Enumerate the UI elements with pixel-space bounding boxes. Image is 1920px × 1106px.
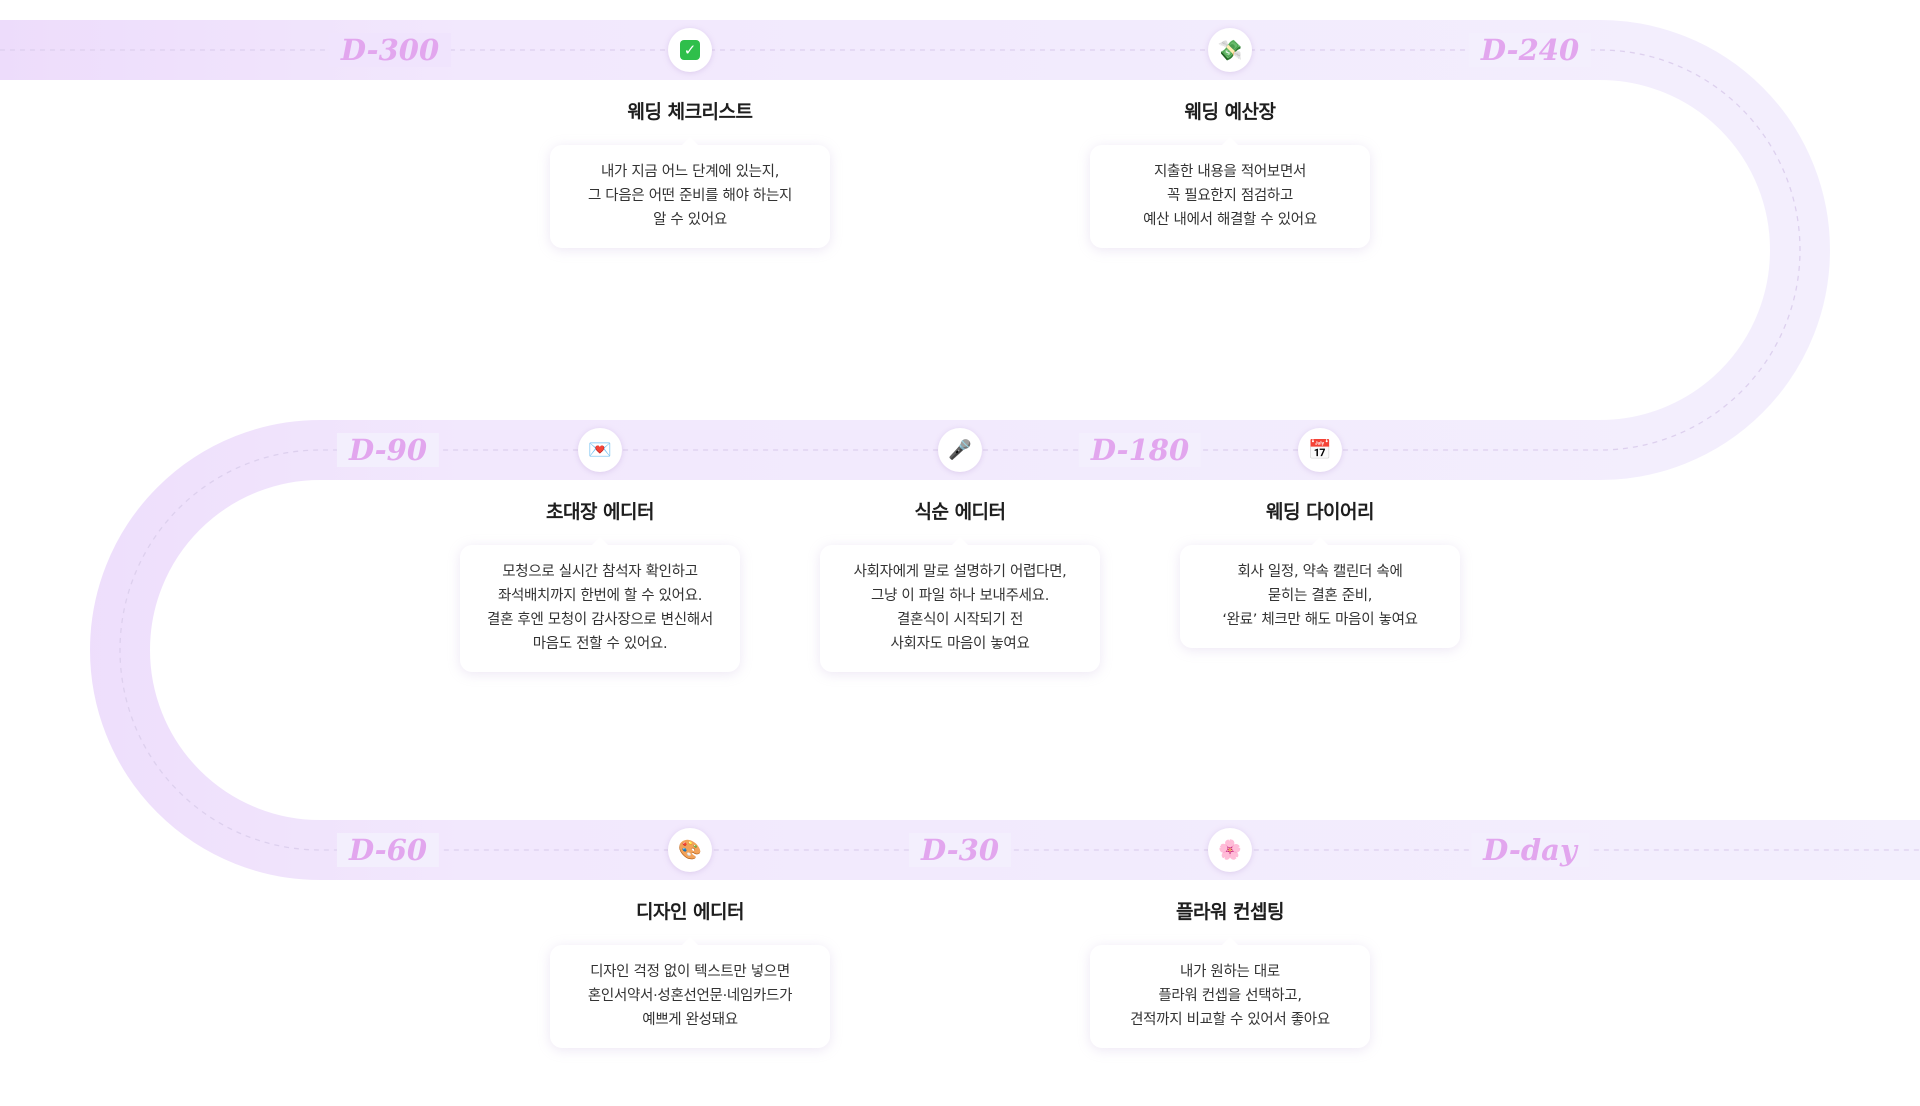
card-line: 결혼 후엔 모청이 감사장으로 변신해서 bbox=[487, 612, 713, 628]
card-line: 혼인서약서·성혼선언문·네임카드가 bbox=[587, 988, 793, 1004]
card-line: 디자인 걱정 없이 텍스트만 넣으면 bbox=[590, 964, 790, 980]
card-line: 사회자도 마음이 놓여요 bbox=[890, 636, 1030, 652]
check-mark-icon: ✓ bbox=[680, 40, 700, 60]
step-title-budget: 웨딩 예산장 bbox=[1184, 101, 1276, 123]
cherry-blossom-icon: 🌸 bbox=[1218, 838, 1242, 861]
step-title-diary: 웨딩 다이어리 bbox=[1266, 501, 1375, 523]
card-line: 내가 지금 어느 단계에 있는지, bbox=[600, 164, 780, 180]
card-line: 예쁘게 완성돼요 bbox=[642, 1012, 738, 1028]
calendar-icon: 📅 bbox=[1308, 438, 1332, 461]
step-title-design: 디자인 에디터 bbox=[636, 901, 745, 923]
step-card-design: 디자인 걱정 없이 텍스트만 넣으면 혼인서약서·성혼선언문·네임카드가 예쁘게… bbox=[550, 937, 830, 1048]
microphone-icon: 🎤 bbox=[948, 438, 972, 461]
step-card-checklist: 내가 지금 어느 단계에 있는지, 그 다음은 어떤 준비를 해야 하는지 알 … bbox=[550, 137, 830, 248]
step-card-ceremony: 사회자에게 말로 설명하기 어렵다면, 그냥 이 파일 하나 보내주세요. 결혼… bbox=[820, 537, 1100, 672]
d-label-d30: D-30 bbox=[908, 833, 1012, 867]
d-label-d300: D-300 bbox=[328, 33, 452, 67]
d-label-d90: D-90 bbox=[336, 433, 440, 467]
node-ceremony: 🎤 bbox=[938, 428, 982, 472]
step-card-budget: 지출한 내용을 적어보면서 꼭 필요한지 점검하고 예산 내에서 해결할 수 있… bbox=[1090, 137, 1370, 248]
node-diary: 📅 bbox=[1298, 428, 1342, 472]
node-checklist: ✓ bbox=[668, 28, 712, 72]
card-line: 내가 원하는 대로 bbox=[1180, 964, 1280, 980]
card-line: 그 다음은 어떤 준비를 해야 하는지 bbox=[587, 188, 793, 204]
step-title-flower: 플라워 컨셉팅 bbox=[1176, 901, 1285, 923]
card-line: ‘완료’ 체크만 해도 마음이 놓여요 bbox=[1222, 612, 1418, 628]
node-flower: 🌸 bbox=[1208, 828, 1252, 872]
card-line: 모청으로 실시간 참석자 확인하고 bbox=[502, 564, 698, 580]
card-line: 견적까지 비교할 수 있어서 좋아요 bbox=[1130, 1012, 1330, 1028]
step-title-checklist: 웨딩 체크리스트 bbox=[627, 101, 753, 123]
palette-icon: 🎨 bbox=[678, 838, 702, 861]
card-line: 묻히는 결혼 준비, bbox=[1267, 588, 1373, 604]
step-card-diary: 회사 일정, 약속 캘린더 속에 묻히는 결혼 준비, ‘완료’ 체크만 해도 … bbox=[1180, 537, 1460, 648]
card-line: 지출한 내용을 적어보면서 bbox=[1153, 164, 1307, 180]
card-line: 사회자에게 말로 설명하기 어렵다면, bbox=[853, 564, 1067, 580]
d-label-dday: D-day bbox=[1471, 833, 1589, 867]
card-line: 알 수 있어요 bbox=[653, 212, 727, 228]
money-wings-icon: 💸 bbox=[1217, 38, 1243, 62]
d-label-d240: D-240 bbox=[1468, 33, 1592, 67]
node-design: 🎨 bbox=[668, 828, 712, 872]
d-label-d180: D-180 bbox=[1078, 433, 1202, 467]
card-line: 회사 일정, 약속 캘린더 속에 bbox=[1237, 564, 1403, 580]
card-line: 마음도 전할 수 있어요. bbox=[532, 636, 668, 652]
step-card-flower: 내가 원하는 대로 플라워 컨셉을 선택하고, 견적까지 비교할 수 있어서 좋… bbox=[1090, 937, 1370, 1048]
love-letter-icon: 💌 bbox=[588, 438, 612, 461]
node-budget: 💸 bbox=[1208, 28, 1252, 72]
step-card-invitation: 모청으로 실시간 참석자 확인하고 좌석배치까지 한번에 할 수 있어요. 결혼… bbox=[460, 537, 740, 672]
card-line: 결혼식이 시작되기 전 bbox=[897, 612, 1023, 628]
d-label-d60: D-60 bbox=[336, 833, 440, 867]
step-title-invitation: 초대장 에디터 bbox=[546, 501, 655, 523]
card-line: 플라워 컨셉을 선택하고, bbox=[1158, 988, 1302, 1004]
card-line: 꼭 필요한지 점검하고 bbox=[1167, 188, 1293, 204]
node-invitation: 💌 bbox=[578, 428, 622, 472]
card-line: 그냥 이 파일 하나 보내주세요. bbox=[870, 588, 1050, 604]
card-line: 예산 내에서 해결할 수 있어요 bbox=[1143, 212, 1317, 228]
card-line: 좌석배치까지 한번에 할 수 있어요. bbox=[497, 588, 703, 604]
step-title-ceremony: 식순 에디터 bbox=[914, 501, 1006, 523]
